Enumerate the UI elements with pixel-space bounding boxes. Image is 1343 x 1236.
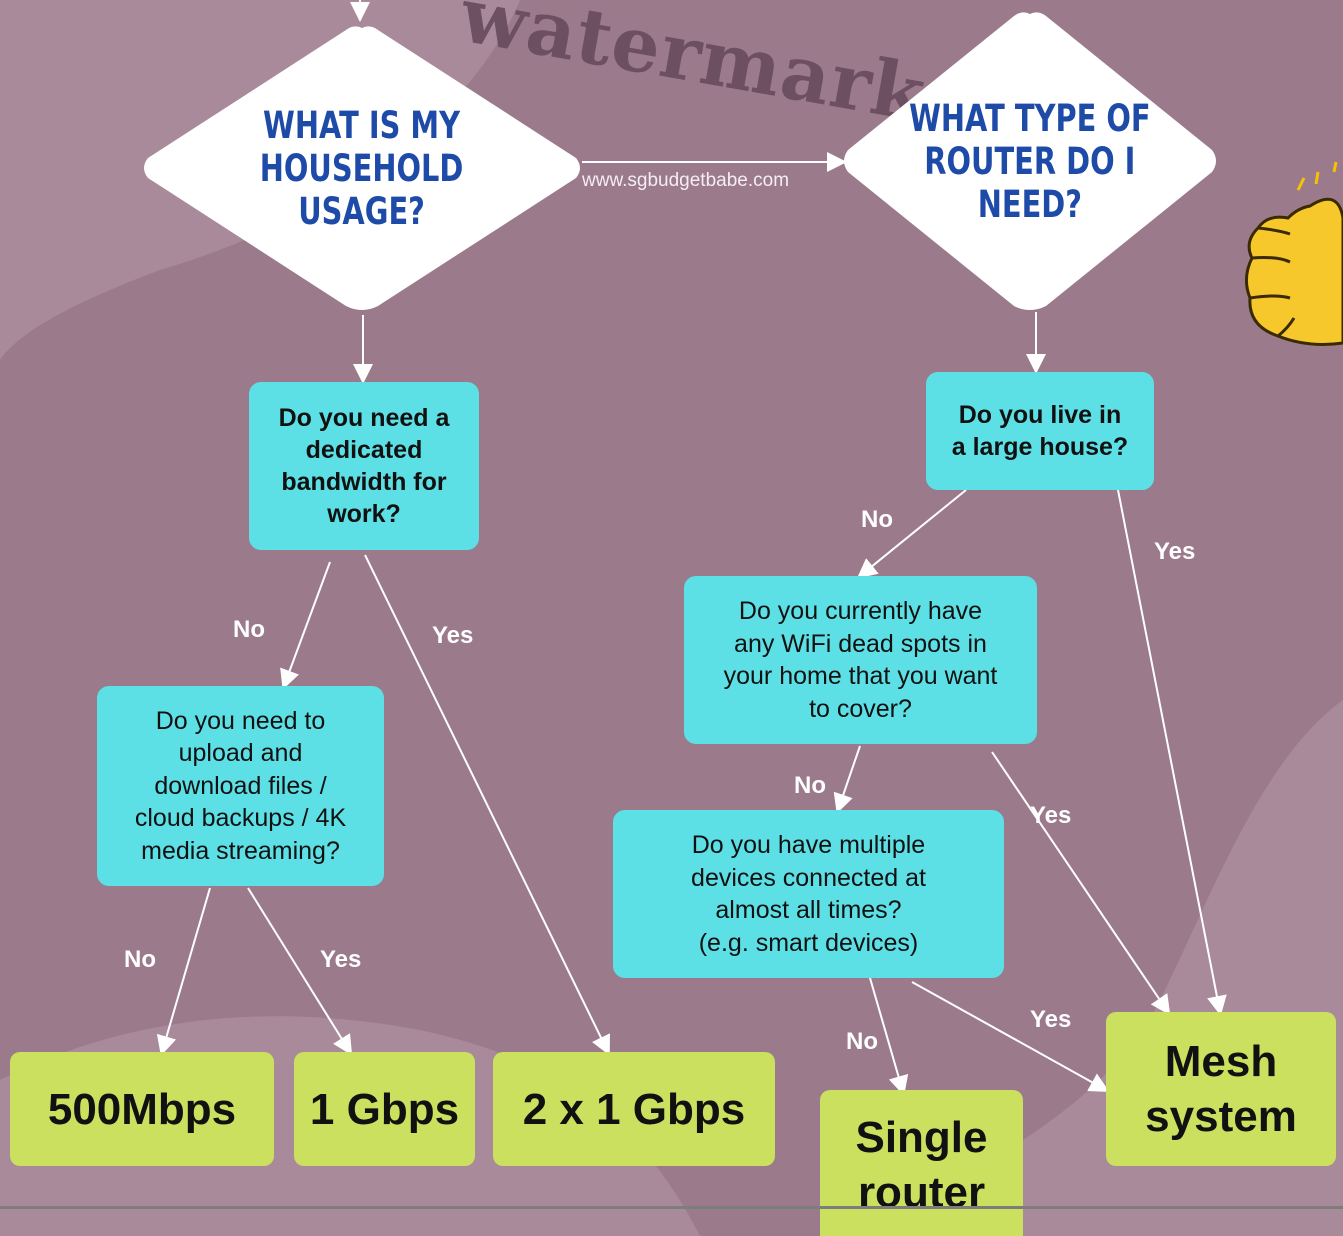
question-dedicated-bandwidth: Do you need a dedicated bandwidth for wo… bbox=[249, 382, 479, 550]
diamond-router-type: WHAT TYPE OF ROUTER DO I NEED? bbox=[840, 10, 1220, 312]
label-upload-yes: Yes bbox=[320, 946, 362, 973]
label-deadspots-no: No bbox=[794, 772, 826, 799]
label-devices-yes: Yes bbox=[1030, 1006, 1072, 1033]
question-upload-download: Do you need to upload and download files… bbox=[97, 686, 384, 886]
bottom-border-line bbox=[0, 1206, 1343, 1209]
label-deadspots-yes: Yes bbox=[1030, 802, 1072, 829]
label-devices-no: No bbox=[846, 1028, 878, 1055]
answer-single-router: Single router bbox=[820, 1090, 1023, 1236]
label-upload-no: No bbox=[124, 946, 156, 973]
question-wifi-dead-spots: Do you currently have any WiFi dead spot… bbox=[684, 576, 1037, 744]
site-url: www.sgbudgetbabe.com bbox=[582, 170, 790, 191]
answer-mesh-system: Mesh system bbox=[1106, 1012, 1336, 1166]
diamond-usage-text: WHAT IS MY HOUSEHOLD USAGE? bbox=[260, 103, 464, 233]
answer-500mbps: 500Mbps bbox=[10, 1052, 274, 1166]
label-largehouse-yes: Yes bbox=[1154, 538, 1196, 565]
question-multiple-devices: Do you have multiple devices connected a… bbox=[613, 810, 1004, 978]
thumbs-up-icon bbox=[1245, 161, 1343, 346]
label-dedicated-no: No bbox=[233, 616, 265, 643]
answer-2x1gbps: 2 x 1 Gbps bbox=[493, 1052, 775, 1166]
diamond-router-text: WHAT TYPE OF ROUTER DO I NEED? bbox=[909, 96, 1151, 226]
answer-1gbps: 1 Gbps bbox=[294, 1052, 475, 1166]
question-large-house: Do you live in a large house? bbox=[926, 372, 1154, 490]
label-dedicated-yes: Yes bbox=[432, 622, 474, 649]
label-largehouse-no: No bbox=[861, 506, 893, 533]
diamond-household-usage: WHAT IS MY HOUSEHOLD USAGE? bbox=[138, 22, 586, 314]
